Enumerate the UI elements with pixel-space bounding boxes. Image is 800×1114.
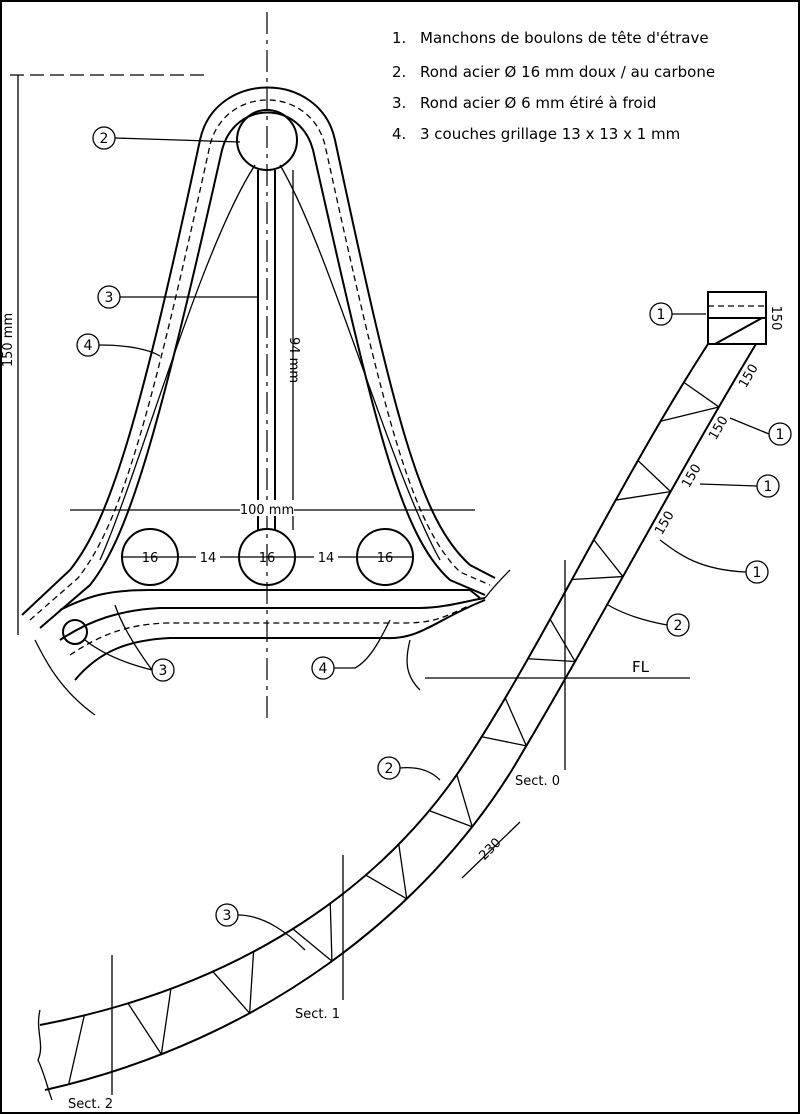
spacing-2: 14 [200, 551, 217, 566]
sect-1-label: Sect. 1 [295, 1007, 340, 1022]
stem-inner-rod [39, 343, 709, 1026]
spacing-1: 16 [142, 551, 159, 566]
width-dim: 100 mm [240, 503, 294, 518]
brace-rod [428, 809, 473, 828]
svg-text:1: 1 [764, 479, 773, 495]
legend-num-2: 2. [392, 63, 406, 81]
callout-4-mesh: 4 [76, 333, 161, 357]
legend: 1. Manchons de boulons de tête d'étrave … [392, 29, 715, 143]
spacing-150-5: 150 [652, 509, 677, 538]
legend-text-1: Manchons de boulons de tête d'étrave [420, 29, 709, 47]
outer-skin [21, 86, 496, 616]
callout-2-inner: 2 [377, 756, 441, 781]
svg-text:3: 3 [159, 663, 168, 679]
callout-1-b: 1 [699, 474, 780, 498]
brace-rod [292, 928, 333, 962]
svg-text:2: 2 [100, 131, 109, 147]
svg-text:1: 1 [657, 307, 666, 323]
sect-0-label: Sect. 0 [515, 774, 560, 789]
svg-text:2: 2 [385, 761, 394, 777]
spacing-150-3: 150 [706, 414, 731, 443]
spacing-5: 16 [377, 551, 394, 566]
brace-rod [683, 381, 720, 408]
brace-rod [481, 736, 527, 747]
brace-rod [615, 490, 671, 501]
spacing-150-4: 150 [679, 462, 704, 491]
zigzag-bracing [68, 381, 720, 1085]
svg-text:2: 2 [674, 618, 683, 634]
brace-rod [504, 697, 527, 747]
deck-upper [59, 597, 486, 641]
callout-1-a: 1 [729, 417, 792, 446]
stem-outer-rod [44, 343, 757, 1091]
brace-rod [398, 844, 408, 899]
legend-num-3: 3. [392, 94, 406, 112]
deck-mesh [69, 604, 471, 656]
svg-text:4: 4 [319, 661, 328, 677]
deck-top [59, 589, 481, 611]
legend-text-2: Rond acier Ø 16 mm doux / au carbone [420, 63, 715, 81]
brace-rod [68, 1015, 85, 1085]
callout-2: 2 [92, 126, 241, 150]
brace-rod [329, 903, 333, 962]
brace-rod [160, 988, 172, 1055]
height-dim: 150 mm [1, 313, 16, 367]
brace-rod [212, 971, 251, 1014]
inner-web [99, 164, 441, 561]
callout-2-outer: 2 [607, 604, 690, 637]
legend-num-4: 4. [392, 125, 406, 143]
brace-rod [127, 1002, 162, 1055]
legend-text-4: 3 couches grillage 13 x 13 x 1 mm [420, 125, 680, 143]
svg-text:3: 3 [105, 290, 114, 306]
svg-text:1: 1 [776, 427, 785, 443]
rod-6-corner [62, 619, 88, 645]
svg-text:1: 1 [753, 565, 762, 581]
svg-text:4: 4 [84, 338, 93, 354]
pitch-dim-line [461, 821, 521, 879]
cross-section: 150 mm 94 mm 100 mm 16 14 16 14 16 2 3 4… [1, 12, 511, 720]
spacing-150-2: 150 [736, 362, 761, 391]
svg-text:3: 3 [223, 908, 232, 924]
spacing-150-1: 150 [768, 306, 783, 331]
callout-4-deck: 4 [311, 619, 391, 680]
callout-3-web: 3 [97, 285, 258, 309]
sect-2-label: Sect. 2 [68, 1097, 113, 1112]
callout-3-brace: 3 [215, 903, 306, 951]
callout-1-head: 1 [649, 302, 706, 326]
rod-16-top [236, 109, 298, 171]
fl-label: FL [632, 658, 650, 676]
inner-skin [39, 111, 486, 629]
break-line [37, 1009, 53, 1101]
break-lines [34, 569, 511, 716]
brace-rod [248, 951, 255, 1014]
brace-rod [549, 618, 576, 662]
brace-rod [660, 406, 720, 422]
brace-rod [456, 774, 473, 827]
spacing-4: 14 [318, 551, 335, 566]
deck-lower [74, 599, 486, 681]
legend-text-3: Rond acier Ø 6 mm étiré à froid [420, 94, 656, 112]
callout-3-deck: 3 [84, 604, 175, 682]
callout-1-c: 1 [659, 539, 769, 584]
brace-rod [365, 874, 408, 900]
legend-num-1: 1. [392, 29, 406, 47]
brace-rod [593, 539, 624, 577]
spacing-3: 16 [259, 551, 276, 566]
brace-rod [571, 575, 623, 581]
stem-profile: FL Sect. 0 Sect. 1 Sect. 2 230 150 150 1… [37, 291, 792, 1112]
inner-dim: 94 mm [286, 337, 301, 383]
brace-rod [527, 658, 576, 663]
brace-rod [637, 460, 672, 493]
